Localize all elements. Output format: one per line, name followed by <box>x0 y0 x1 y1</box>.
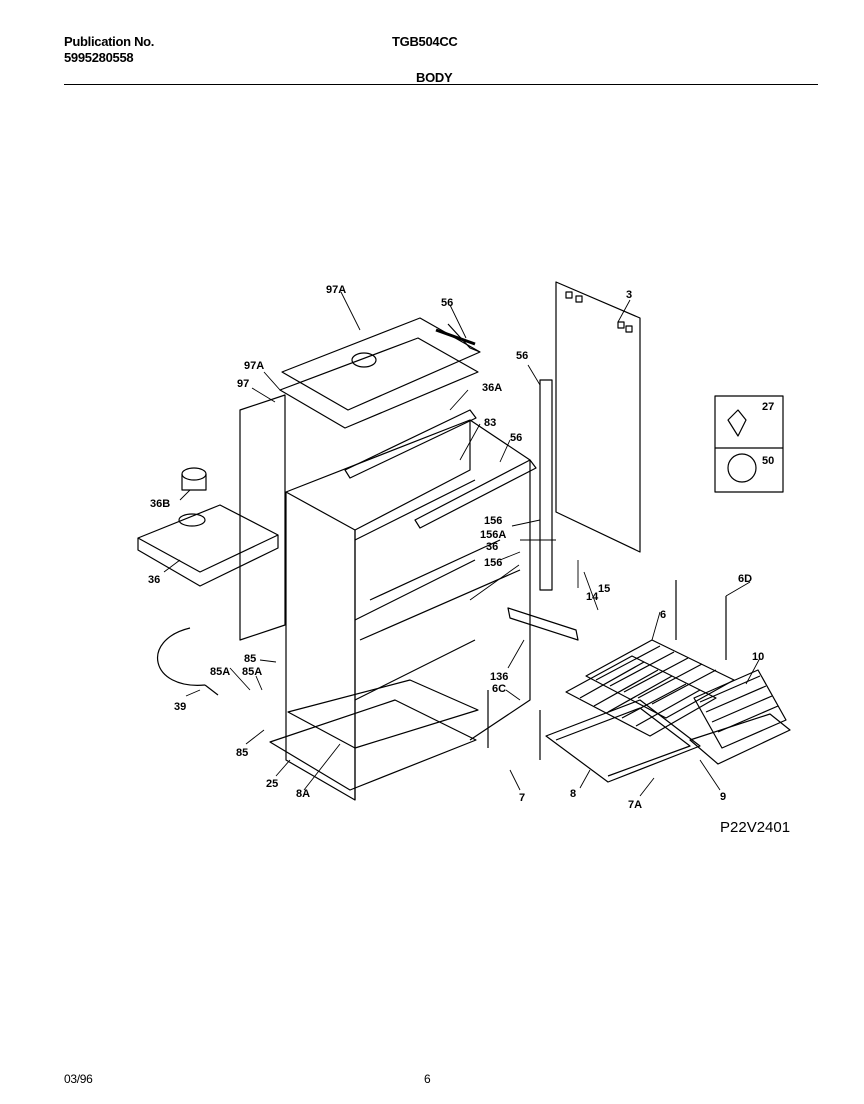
broiler-pan <box>693 669 787 749</box>
part-label: 3 <box>626 289 632 301</box>
part-label: 7A <box>628 799 642 811</box>
part-label: 25 <box>266 778 278 790</box>
part-label: 85A <box>242 666 262 678</box>
part-label: 85A <box>210 666 230 678</box>
part-label: 56 <box>441 297 453 309</box>
part-label: 97A <box>244 360 264 372</box>
part-label: 39 <box>174 701 186 713</box>
part-label: 10 <box>752 651 764 663</box>
part-label: 56 <box>516 350 528 362</box>
oven-cavity <box>285 491 356 801</box>
part-label: 136 <box>490 671 508 683</box>
section-title: BODY <box>416 70 453 85</box>
page-number: 6 <box>424 1072 431 1086</box>
part-label: 6D <box>738 573 752 585</box>
part-label: 156 <box>484 515 502 527</box>
part-label: 36 <box>486 541 498 553</box>
part-label: 36A <box>482 382 502 394</box>
part-label: 97 <box>237 378 249 390</box>
part-label: 36 <box>148 574 160 586</box>
part-label: 7 <box>519 792 525 804</box>
part-label: 14 <box>586 591 599 603</box>
part-label: 97A <box>326 284 346 296</box>
side-panel <box>239 394 286 641</box>
base-pan <box>287 679 479 749</box>
part-label: 6C <box>492 683 506 695</box>
part-label: 83 <box>484 417 496 429</box>
hardware-box <box>714 395 784 493</box>
footer-date: 03/96 <box>64 1072 93 1086</box>
top-panel <box>281 317 481 411</box>
model-number: TGB504CC <box>392 34 458 49</box>
part-label: 85 <box>244 653 256 665</box>
back-panel <box>555 281 641 553</box>
diagram-code: P22V2401 <box>720 819 790 836</box>
publication-label: Publication No. <box>64 34 155 49</box>
part-label: 8A <box>296 788 310 800</box>
publication-number: 5995280558 <box>64 50 134 65</box>
oven-rack <box>585 639 735 719</box>
part-label: 50 <box>762 455 774 467</box>
power-cord <box>157 627 206 686</box>
part-label: 27 <box>762 401 774 413</box>
part-label: 15 <box>598 583 610 595</box>
part-label: 156 <box>484 557 502 569</box>
part-label: 8 <box>570 788 576 800</box>
part-label: 36B <box>150 498 170 510</box>
drawer-panel <box>545 699 701 783</box>
part-label: 56 <box>510 432 522 444</box>
part-label: 156A <box>480 529 506 541</box>
part-label: 85 <box>236 747 248 759</box>
part-label: 9 <box>720 791 726 803</box>
header-rule <box>64 84 818 85</box>
part-label: 6 <box>660 609 666 621</box>
